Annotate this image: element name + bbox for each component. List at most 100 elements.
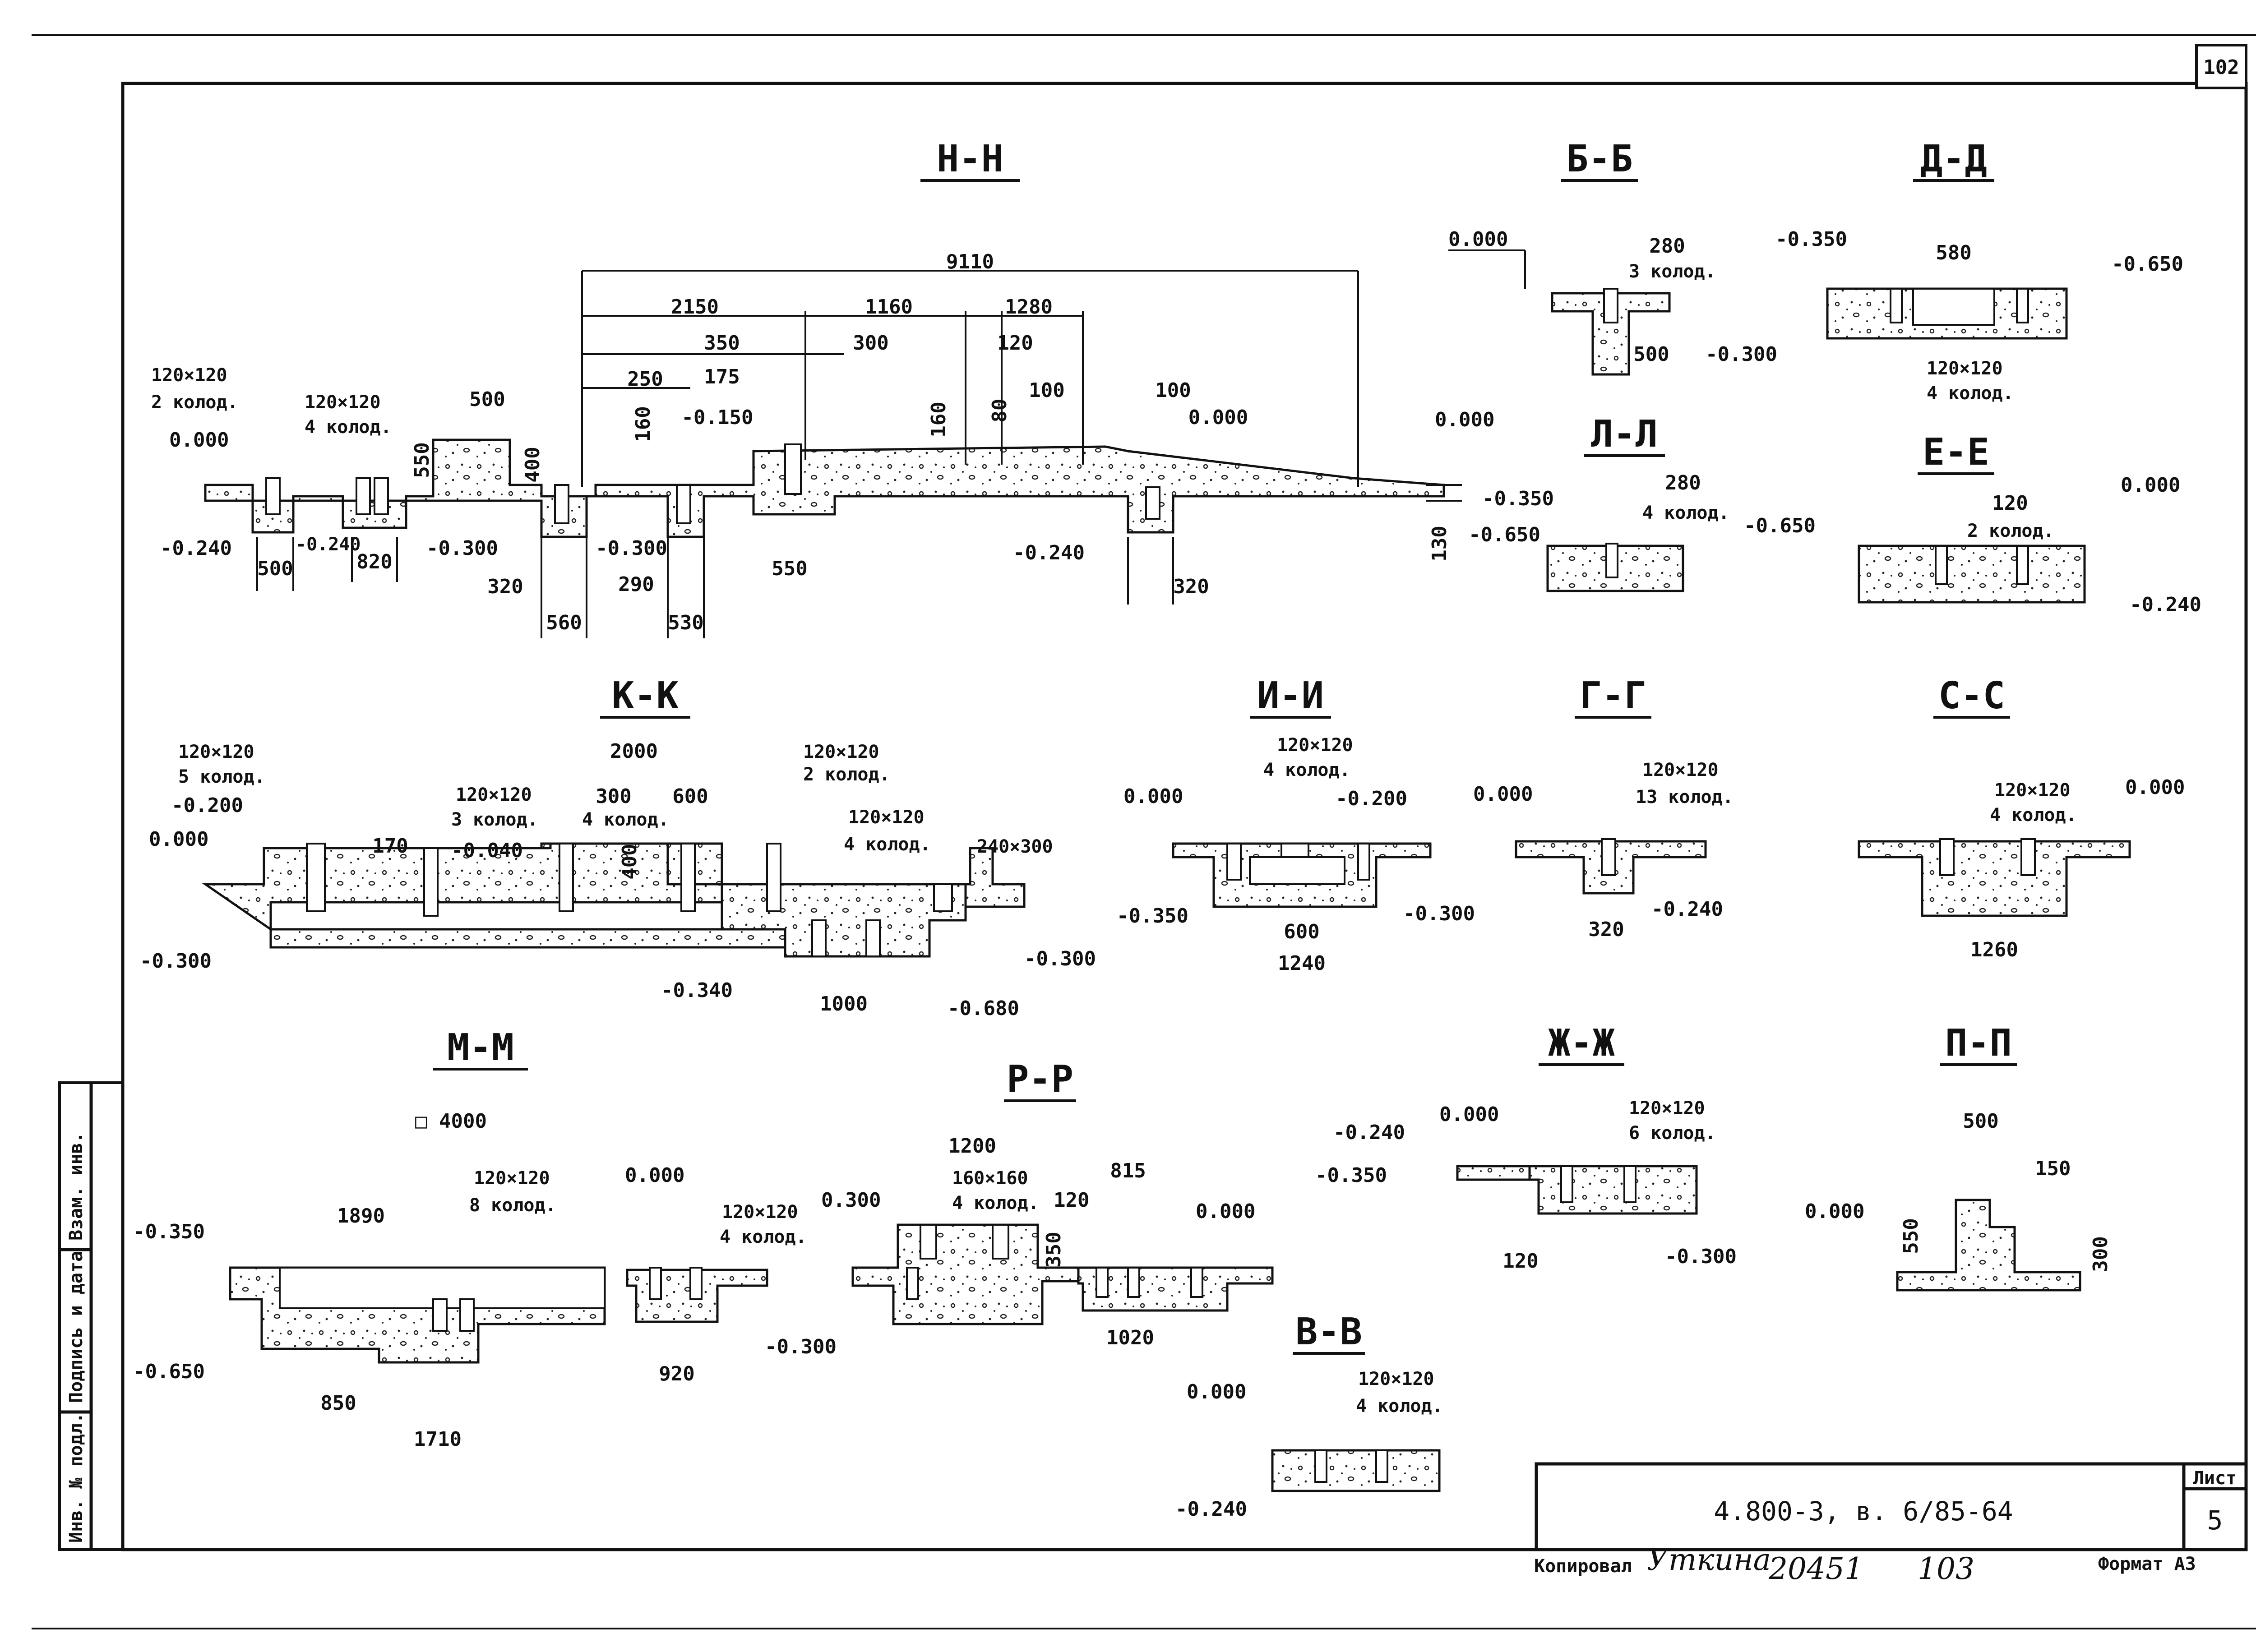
svg-text:500: 500 (257, 557, 293, 580)
svg-text:100: 100 (1155, 379, 1191, 402)
svg-text:2 колод.: 2 колод. (803, 764, 890, 785)
svg-text:120×120: 120×120 (151, 365, 227, 386)
svg-text:13 колод.: 13 колод. (1636, 787, 1734, 808)
section-nn: Н-Н (204, 138, 1462, 638)
section-dd: Д-Д -0.350 580 -0.650 120×120 4 колод. (1775, 138, 2183, 404)
order-suffix: 103 (1918, 1551, 1974, 1586)
svg-text:Р-Р: Р-Р (1007, 1058, 1073, 1101)
svg-text:120×120: 120×120 (1642, 760, 1719, 780)
svg-text:4 колод.: 4 колод. (952, 1193, 1039, 1214)
svg-text:130: 130 (1428, 526, 1451, 561)
svg-text:-0.350: -0.350 (1117, 904, 1188, 928)
svg-text:П-П: П-П (1945, 1022, 2012, 1065)
svg-text:1000: 1000 (820, 992, 868, 1015)
svg-text:0.000: 0.000 (1439, 1103, 1499, 1126)
svg-text:120×120: 120×120 (1629, 1098, 1705, 1119)
svg-text:0.000: 0.000 (2121, 474, 2180, 497)
svg-text:500: 500 (1633, 343, 1669, 366)
svg-text:120: 120 (1992, 492, 2028, 515)
svg-text:1240: 1240 (1278, 952, 1326, 975)
svg-text:4 колод.: 4 колод. (844, 834, 931, 855)
order-number: 20451 (1768, 1551, 1863, 1586)
svg-text:-0.240: -0.240 (1333, 1121, 1405, 1144)
svg-text:120: 120 (1502, 1250, 1538, 1273)
svg-text:-0.680: -0.680 (948, 997, 1019, 1020)
svg-text:850: 850 (320, 1392, 356, 1415)
svg-text:-0.650: -0.650 (2112, 253, 2183, 276)
svg-text:1890: 1890 (337, 1204, 385, 1227)
svg-text:0.000: 0.000 (1196, 1200, 1255, 1223)
svg-text:300: 300 (853, 332, 888, 355)
svg-text:290: 290 (618, 573, 654, 596)
svg-text:120×120: 120×120 (474, 1168, 550, 1189)
page-number: 102 (2203, 56, 2239, 79)
sheet-frame (32, 34, 2256, 1629)
svg-text:4 колод.: 4 колод. (305, 417, 392, 438)
svg-text:920: 920 (659, 1362, 694, 1385)
svg-text:150: 150 (2035, 1157, 2071, 1180)
svg-text:120×120: 120×120 (722, 1202, 798, 1223)
svg-text:0.000: 0.000 (1435, 408, 1494, 431)
svg-text:350: 350 (1042, 1232, 1065, 1267)
list-number: 5 (2207, 1505, 2223, 1536)
svg-text:300: 300 (596, 785, 631, 808)
svg-text:120: 120 (997, 332, 1033, 355)
svg-text:1160: 1160 (865, 295, 913, 318)
section-title: Н-Н (937, 138, 1003, 180)
svg-text:-0.240: -0.240 (296, 534, 361, 555)
svg-text:3 колод.: 3 колод. (451, 809, 538, 830)
svg-text:2150: 2150 (671, 295, 719, 318)
svg-text:-0.350: -0.350 (1482, 487, 1554, 510)
svg-text:0.000: 0.000 (2125, 776, 2185, 799)
svg-text:5 колод.: 5 колод. (178, 766, 265, 787)
svg-text:Е-Е: Е-Е (1923, 431, 1989, 474)
svg-text:120×120: 120×120 (456, 784, 532, 805)
svg-text:320: 320 (1173, 575, 1209, 598)
svg-text:2 колод.: 2 колод. (1967, 521, 2054, 541)
svg-text:-0.300: -0.300 (426, 537, 498, 560)
section-gg: Г-Г 0.000 120×120 13 колод. 320 -0.240 (1473, 674, 1734, 941)
svg-text:-0.300: -0.300 (1024, 947, 1096, 970)
svg-text:0.000: 0.000 (1187, 1380, 1246, 1403)
svg-text:В-В: В-В (1295, 1311, 1362, 1353)
svg-text:300: 300 (2089, 1236, 2112, 1272)
svg-text:-0.200: -0.200 (1336, 787, 1407, 810)
copied-signature: Уткина (1647, 1542, 1771, 1577)
svg-text:500: 500 (1963, 1110, 1998, 1133)
svg-text:4 колод.: 4 колод. (1356, 1396, 1443, 1417)
copied-label: Копировал (1534, 1556, 1632, 1577)
side-stamp: Инв. № подл. Подпись и дата Взам. инв. (58, 1081, 124, 1551)
doc-code: 4.800-3, в. 6/85-64 (1714, 1496, 2013, 1527)
svg-text:160: 160 (927, 401, 950, 437)
svg-text:С-С: С-С (1938, 674, 2005, 717)
svg-text:1710: 1710 (414, 1428, 462, 1451)
svg-text:К-К: К-К (612, 674, 679, 717)
svg-text:280: 280 (1649, 235, 1685, 258)
svg-text:-0.240: -0.240 (160, 537, 232, 560)
svg-text:120×120: 120×120 (305, 392, 381, 413)
section-mm: М-М □ 4000 1890 120×120 8 колод. 0.000 -… (133, 1026, 807, 1451)
svg-text:1020: 1020 (1106, 1326, 1154, 1349)
stamp-vzam: Взам. инв. (66, 1132, 87, 1241)
svg-text:-0.300: -0.300 (1706, 343, 1777, 366)
svg-text:550: 550 (411, 442, 434, 478)
svg-text:120×120: 120×120 (178, 742, 254, 762)
section-ii: И-И 120×120 4 колод. 0.000 -0.200 -0.350… (1117, 674, 1475, 975)
svg-text:0.000: 0.000 (1123, 785, 1183, 808)
svg-text:550: 550 (1900, 1218, 1923, 1254)
svg-text:1280: 1280 (1005, 295, 1053, 318)
svg-text:0.300: 0.300 (821, 1189, 881, 1212)
svg-text:-0.650: -0.650 (1744, 514, 1816, 537)
svg-text:-0.040: -0.040 (451, 839, 523, 862)
stamp-podpis: Подпись и дата (66, 1251, 87, 1403)
svg-text:280: 280 (1665, 471, 1701, 494)
svg-text:-0.300: -0.300 (1403, 902, 1475, 925)
svg-text:-0.240: -0.240 (1013, 541, 1085, 564)
svg-text:160×160: 160×160 (952, 1168, 1028, 1189)
svg-text:815: 815 (1110, 1159, 1146, 1182)
svg-text:4 колод.: 4 колод. (720, 1227, 807, 1247)
svg-text:Д-Д: Д-Д (1920, 138, 1987, 180)
section-ee: Е-Е -0.650 120 2 колод. 0.000 -0.240 (1744, 431, 2201, 616)
svg-text:4 колод.: 4 колод. (1263, 760, 1350, 780)
svg-text:0.000: 0.000 (1448, 228, 1508, 251)
